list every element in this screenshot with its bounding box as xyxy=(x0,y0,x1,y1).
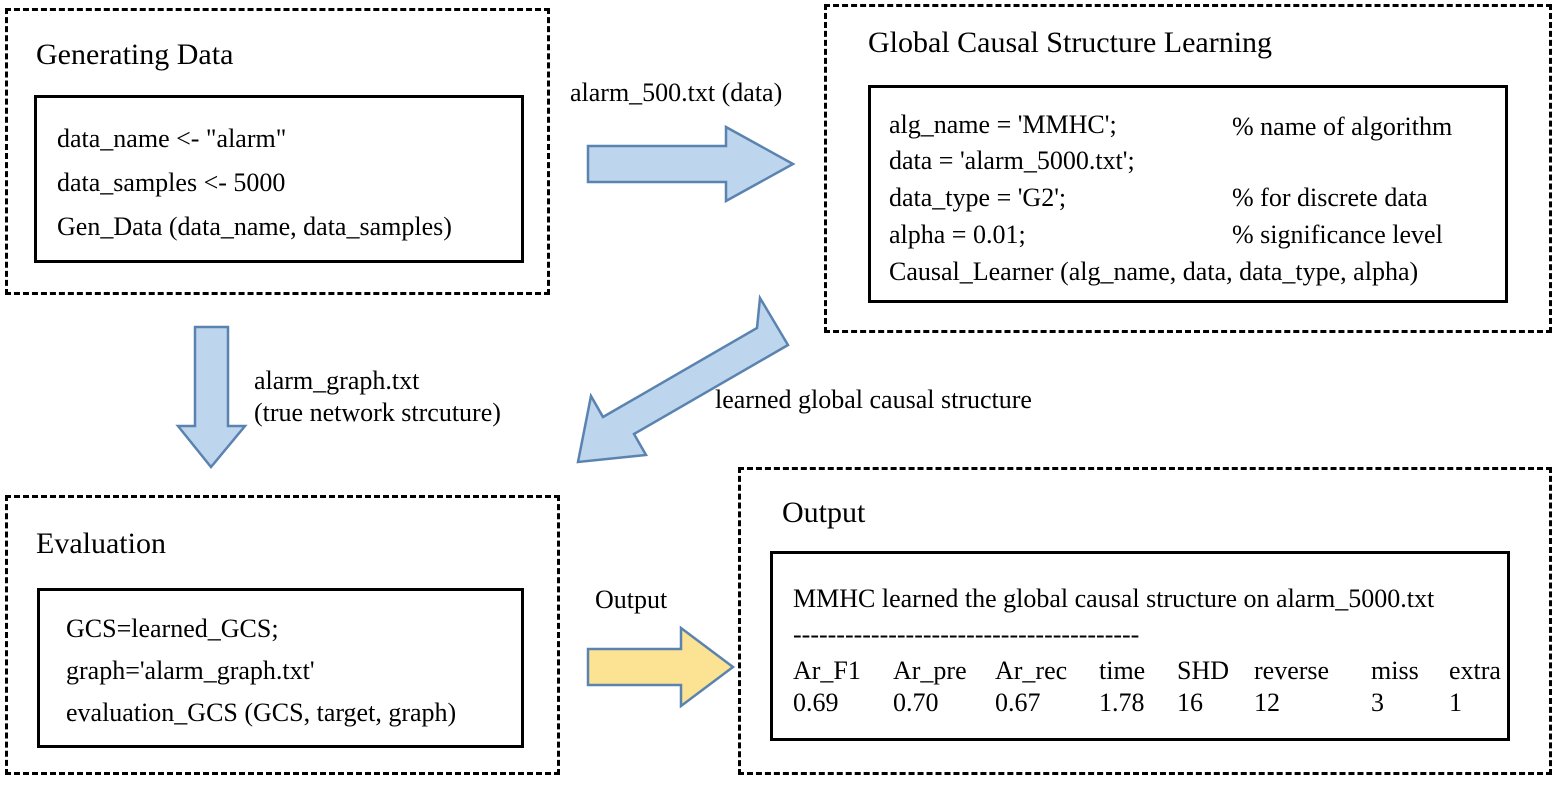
global-code-line-4: alpha = 0.01; xyxy=(889,220,1026,249)
eval-code-line-3: evaluation_GCS (GCS, target, graph) xyxy=(66,698,457,727)
arrow-data-to-learning xyxy=(586,124,796,204)
table-value-time: 1.78 xyxy=(1099,687,1145,717)
table-header-shd: SHD xyxy=(1177,656,1230,685)
global-learning-codebox xyxy=(868,85,1508,303)
table-value-ar-rec: 0.67 xyxy=(995,687,1041,717)
panel-evaluation xyxy=(5,495,560,775)
table-header-ar-pre: Ar_pre xyxy=(893,656,967,685)
table-value-extra: 1 xyxy=(1449,687,1462,717)
global-code-line-1: alg_name = 'MMHC'; xyxy=(889,110,1117,139)
global-code-line-3: data_type = 'G2'; xyxy=(889,183,1067,212)
gen-code-line-1: data_name <- "alarm" xyxy=(57,124,287,153)
global-code-comment-1: % name of algorithm xyxy=(1232,112,1453,141)
panel-evaluation-title: Evaluation xyxy=(36,527,166,560)
table-header-extra: extra xyxy=(1449,656,1501,685)
table-header-miss: miss xyxy=(1371,656,1419,685)
panel-global-causal-structure-learning xyxy=(824,4,1552,333)
table-header-reverse: reverse xyxy=(1254,656,1330,685)
arrow-learning-to-evaluation xyxy=(576,294,790,464)
eval-code-line-2: graph='alarm_graph.txt' xyxy=(66,656,315,685)
arrow-graph-to-evaluation xyxy=(175,325,248,469)
table-value-miss: 3 xyxy=(1371,687,1384,717)
table-value-reverse: 12 xyxy=(1254,687,1280,717)
gen-code-line-3: Gen_Data (data_name, data_samples) xyxy=(57,212,452,241)
global-code-comment-3: % for discrete data xyxy=(1232,183,1428,212)
table-value-ar-pre: 0.70 xyxy=(893,687,939,717)
output-report-box xyxy=(770,551,1510,741)
table-value-shd: 16 xyxy=(1177,687,1203,717)
table-row-values: 0.69 0.70 0.67 1.78 16 12 3 1 xyxy=(793,687,1501,719)
table-row-headers: Ar_F1 Ar_pre Ar_rec time SHD reverse mis… xyxy=(793,655,1501,687)
table-header-time: time xyxy=(1099,656,1146,685)
panel-output-title: Output xyxy=(782,496,866,529)
output-metrics-table: Ar_F1 Ar_pre Ar_rec time SHD reverse mis… xyxy=(793,655,1501,718)
eval-code-line-1: GCS=learned_GCS; xyxy=(66,614,279,643)
global-code-line-5: Causal_Learner (alg_name, data, data_typ… xyxy=(889,257,1419,286)
arrow-data-to-learning-label: alarm_500.txt (data) xyxy=(570,78,783,107)
panel-output xyxy=(738,467,1552,775)
table-header-ar-rec: Ar_rec xyxy=(995,656,1068,685)
table-header-ar-f1: Ar_F1 xyxy=(793,656,861,685)
arrow-learning-to-evaluation-label: learned global causal structure xyxy=(715,385,1032,414)
output-headline: MMHC learned the global causal structure… xyxy=(793,584,1435,613)
panel-generating-data-title: Generating Data xyxy=(36,38,234,71)
global-code-line-2: data = 'alarm_5000.txt'; xyxy=(889,146,1135,175)
evaluation-codebox xyxy=(37,588,524,748)
panel-global-causal-structure-learning-title: Global Causal Structure Learning xyxy=(868,26,1273,59)
output-separator: ---------------------------------------- xyxy=(793,620,1140,649)
arrow-evaluation-to-output xyxy=(586,625,736,709)
global-code-comment-4: % significance level xyxy=(1232,220,1443,249)
arrow-graph-to-evaluation-label-line1: alarm_graph.txt xyxy=(254,366,420,395)
panel-generating-data xyxy=(5,8,550,295)
arrow-graph-to-evaluation-label-line2: (true network strcuture) xyxy=(254,398,501,427)
gen-code-line-2: data_samples <- 5000 xyxy=(57,168,286,197)
arrow-evaluation-to-output-label: Output xyxy=(595,585,668,614)
table-value-ar-f1: 0.69 xyxy=(793,687,839,717)
generating-data-codebox xyxy=(34,95,524,263)
